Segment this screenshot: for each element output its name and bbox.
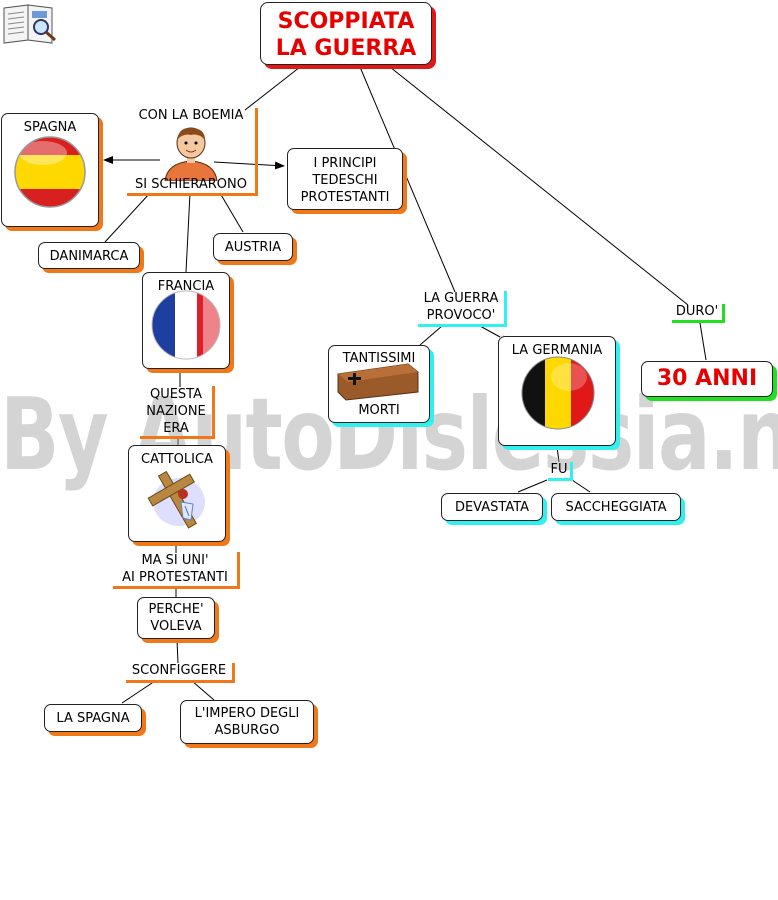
francia-label: FRANCIA <box>157 279 215 294</box>
si-schierarono-label: SI SCHIERARONO <box>135 177 247 192</box>
principi-node[interactable]: I PRINCIPI TEDESCHI PROTESTANTI <box>287 148 403 210</box>
title-line-1: SCOPPIATA <box>277 9 415 34</box>
book-magnifier-icon <box>3 4 56 44</box>
france-flag-icon <box>151 290 221 360</box>
morti-label: MORTI <box>358 403 400 418</box>
principi-line-1: I PRINCIPI <box>313 156 377 171</box>
germania-node[interactable]: LA GERMANIA <box>498 336 616 446</box>
link-duro-30anni <box>699 322 707 361</box>
provoco-label: PROVOCO' <box>426 308 496 323</box>
sconfiggere-group[interactable]: SCONFIGGERE <box>126 663 235 683</box>
duro-label: DURO' <box>675 304 719 319</box>
link-person-austria <box>219 192 244 233</box>
germany-flag-icon <box>521 356 595 430</box>
ai-protestanti-label: AI PROTESTANTI <box>122 570 228 585</box>
principi-line-2: TEDESCHI <box>312 173 378 188</box>
perche-voleva-node[interactable]: PERCHE' VOLEVA <box>137 597 215 639</box>
era-label: ERA <box>163 421 189 436</box>
questa-nazione-group[interactable]: QUESTA NAZIONE ERA <box>140 386 215 439</box>
link-person-francia <box>185 192 191 273</box>
link-person-principi <box>213 161 285 170</box>
voleva-label: VOLEVA <box>150 619 202 634</box>
title-line-2: LA GUERRA <box>275 36 417 61</box>
trenta-anni-label: 30 ANNI <box>656 366 758 391</box>
link-sconfiggere-impero <box>191 680 215 701</box>
austria-node[interactable]: AUSTRIA <box>213 233 293 261</box>
sconfiggere-label: SCONFIGGERE <box>131 663 227 678</box>
danimarca-label: DANIMARCA <box>49 249 129 264</box>
impero-node[interactable]: L'IMPERO DEGLI ASBURGO <box>180 700 314 744</box>
link-title-boemia <box>244 66 301 111</box>
coffin-icon <box>337 363 419 401</box>
perche-label: PERCHE' <box>148 602 204 617</box>
impero-line-2: ASBURGO <box>214 723 280 738</box>
austria-label: AUSTRIA <box>224 240 282 255</box>
ma-si-uni-label: MA SI UNI' <box>141 553 209 568</box>
nazione-label: NAZIONE <box>146 404 206 419</box>
crucifix-icon <box>147 470 205 529</box>
link-provoco-tantissimi <box>419 325 443 346</box>
la-guerra-label: LA GUERRA <box>423 291 499 306</box>
link-person-danimarca <box>104 192 151 243</box>
questa-label: QUESTA <box>149 387 203 402</box>
devastata-node[interactable]: DEVASTATA <box>441 493 543 521</box>
la-spagna-node[interactable]: LA SPAGNA <box>44 704 142 732</box>
francia-node[interactable]: FRANCIA <box>142 272 230 369</box>
con-la-boemia-label: CON LA BOEMIA <box>138 108 244 123</box>
danimarca-node[interactable]: DANIMARCA <box>38 242 140 269</box>
spagna-node[interactable]: SPAGNA <box>1 113 99 227</box>
saccheggiata-label: SACCHEGGIATA <box>565 500 667 515</box>
cattolica-label: CATTOLICA <box>141 452 213 467</box>
link-title-provoco <box>359 66 456 293</box>
fu-label: FU <box>550 462 568 477</box>
link-title-duro <box>389 66 689 306</box>
boemia-group[interactable]: CON LA BOEMIA SI SCHIERARONO <box>127 108 258 196</box>
spain-flag-icon <box>14 136 86 208</box>
provoco-group[interactable]: LA GUERRA PROVOCO' <box>418 291 507 327</box>
tantissimi-label: TANTISSIMI <box>342 351 416 366</box>
link-fu-saccheggiata <box>571 479 591 493</box>
title-node[interactable]: SCOPPIATA LA GUERRA <box>260 2 432 65</box>
cattolica-node[interactable]: CATTOLICA <box>128 445 226 542</box>
principi-line-3: PROTESTANTI <box>300 190 390 205</box>
ma-si-uni-group[interactable]: MA SI UNI' AI PROTESTANTI <box>113 552 240 589</box>
fu-group[interactable]: FU <box>548 462 573 481</box>
tantissimi-node[interactable]: TANTISSIMI MORTI <box>328 345 430 423</box>
la-spagna-label: LA SPAGNA <box>56 711 130 726</box>
link-provoco-germania <box>479 325 501 338</box>
link-perche-sconfiggere <box>176 639 179 664</box>
germania-label: LA GERMANIA <box>511 343 603 358</box>
trenta-anni-node[interactable]: 30 ANNI <box>641 361 773 397</box>
link-germania-fu <box>556 446 560 463</box>
link-fu-devastata <box>517 479 548 493</box>
link-sconfiggere-spagna <box>121 680 156 704</box>
saccheggiata-node[interactable]: SACCHEGGIATA <box>551 493 681 521</box>
duro-group[interactable]: DURO' <box>672 304 725 323</box>
boy-person-icon <box>164 127 218 181</box>
spagna-label: SPAGNA <box>23 120 77 135</box>
impero-line-1: L'IMPERO DEGLI <box>194 706 300 721</box>
devastata-label: DEVASTATA <box>454 500 530 515</box>
